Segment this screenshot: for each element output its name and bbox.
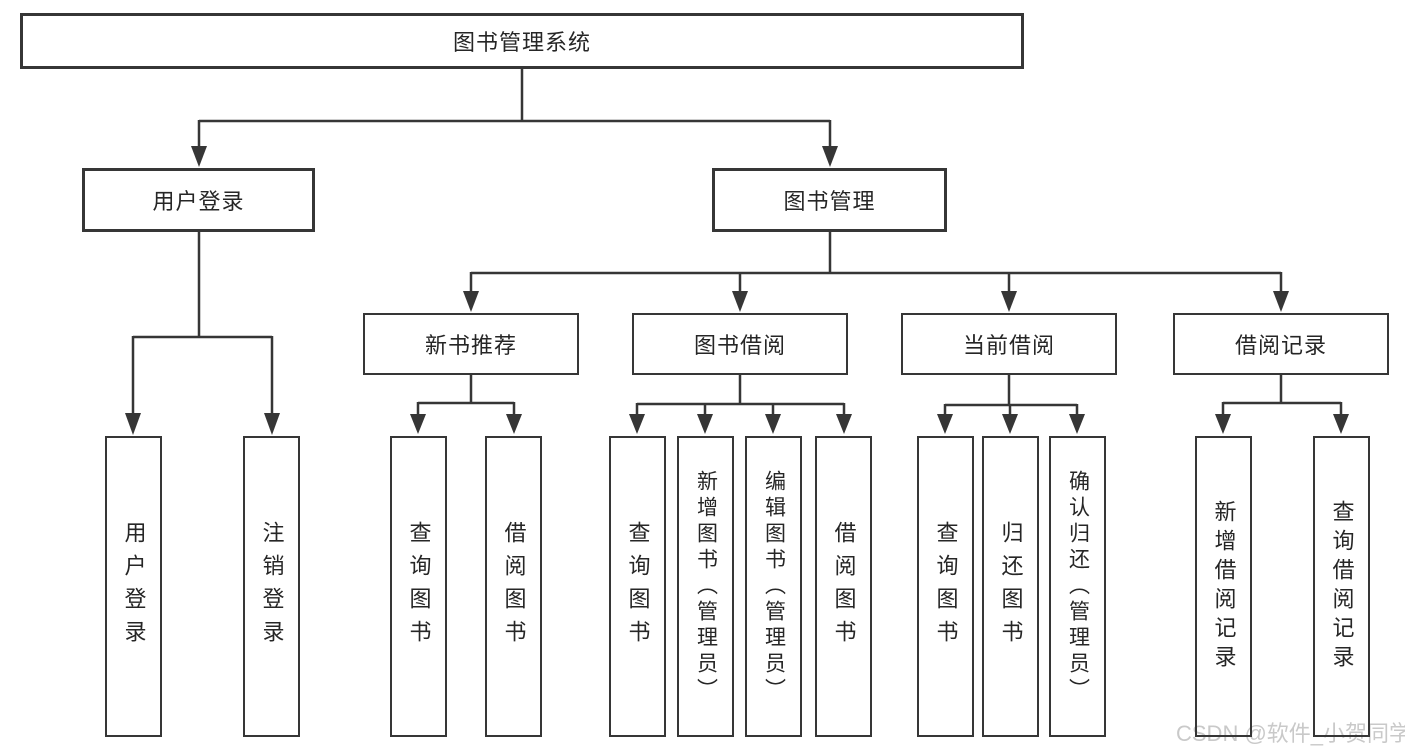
leaf-borrow-books: 借阅图书 [815,436,872,737]
arrowhead [629,414,645,434]
arrowhead [1001,291,1017,312]
arrowhead [1273,291,1289,312]
connector-recommend-to-leaves [416,375,516,417]
leaf-edit-book-admin: 编辑图书（管理员） [745,436,802,737]
node-new-book-recommendation: 新书推荐 [363,313,579,375]
arrowhead [1215,414,1231,434]
arrowhead [732,291,748,312]
arrowhead [264,413,280,435]
arrowhead [1333,414,1349,434]
arrowhead [822,146,838,167]
node-label: 查询图书 [933,520,959,653]
connector-borrowing-to-leaves [635,375,846,417]
node-label: 用户登录 [152,189,245,214]
arrowhead [836,414,852,434]
node-borrowing-records: 借阅记录 [1173,313,1389,375]
node-label: 当前借阅 [962,333,1055,358]
node-book-borrowing: 图书借阅 [632,313,848,375]
node-label: 图书借阅 [693,333,786,358]
arrowhead [191,146,207,167]
leaf-logout: 注销登录 [243,436,300,737]
arrowheads [125,146,1349,435]
node-label: 图书管理 [783,189,876,214]
connector-mgmt-to-level3 [469,232,1283,294]
leaf-query-borrow-record: 查询借阅记录 [1313,436,1370,737]
arrowhead [937,414,953,434]
node-label: 借阅图书 [831,520,857,653]
node-label: 查询图书 [406,520,432,653]
connector-root-to-level2 [197,69,832,150]
node-label: 归还图书 [998,520,1024,653]
node-label: 注销登录 [259,520,285,653]
node-current-borrowing: 当前借阅 [901,313,1117,375]
arrowhead [410,414,426,434]
connector-login-to-leaves [131,232,274,418]
connector-records-to-leaves [1221,375,1343,417]
node-user-login: 用户登录 [82,168,315,232]
leaf-confirm-return-admin: 确认归还（管理员） [1049,436,1106,737]
node-label: 查询图书 [625,520,651,653]
leaf-query-books: 查询图书 [390,436,447,737]
leaf-user-login: 用户登录 [105,436,162,737]
arrowhead [765,414,781,434]
node-label: 借阅记录 [1234,333,1327,358]
arrowhead [463,291,479,312]
arrowhead [1002,414,1018,434]
leaf-query-books: 查询图书 [917,436,974,737]
node-label: 新书推荐 [424,333,517,358]
node-library-management-system: 图书管理系统 [20,13,1024,69]
node-label: 新增借阅记录 [1211,499,1237,674]
leaf-add-book-admin: 新增图书（管理员） [677,436,734,737]
node-label: 编辑图书（管理员） [762,469,786,704]
arrowhead [506,414,522,434]
connector-current-to-leaves [943,375,1079,417]
node-label: 用户登录 [121,520,147,653]
arrowhead [697,414,713,434]
arrowhead [125,413,141,435]
node-label: 确认归还（管理员） [1066,469,1090,704]
leaf-return-books: 归还图书 [982,436,1039,737]
node-label: 借阅图书 [501,520,527,653]
leaf-query-books: 查询图书 [609,436,666,737]
leaf-borrow-books: 借阅图书 [485,436,542,737]
arrowhead [1069,414,1085,434]
node-book-management: 图书管理 [712,168,947,232]
node-label: 查询借阅记录 [1329,499,1355,674]
node-label: 新增图书（管理员） [694,469,718,704]
leaf-add-borrow-record: 新增借阅记录 [1195,436,1252,737]
node-label: 图书管理系统 [452,30,591,55]
